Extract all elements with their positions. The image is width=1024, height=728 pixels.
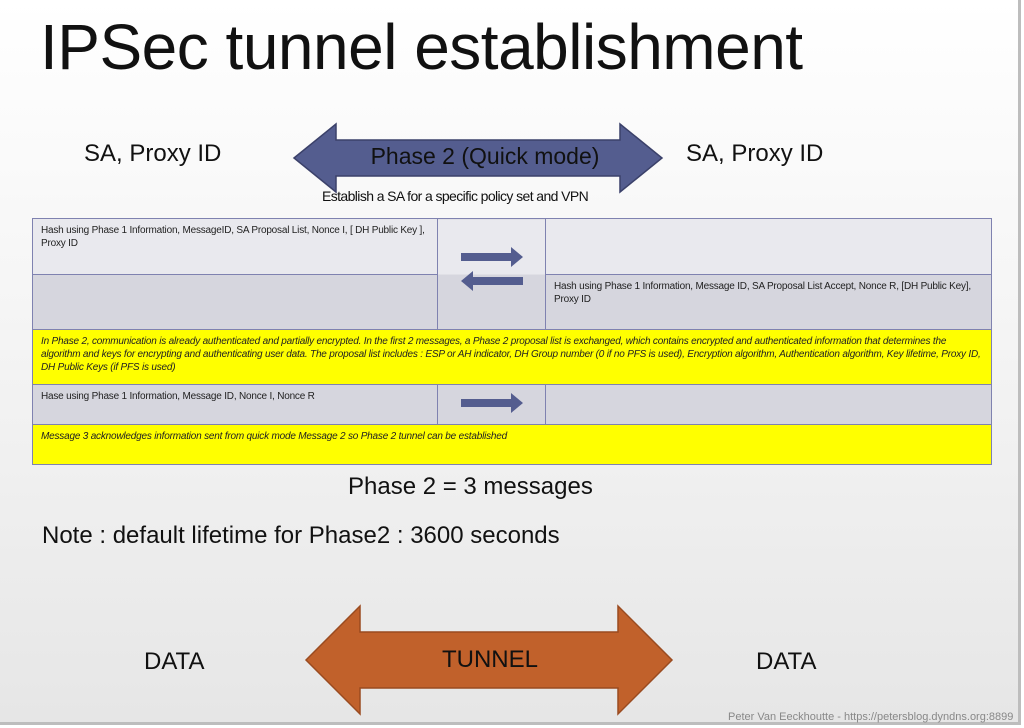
phase2-explanation: In Phase 2, communication is already aut… <box>32 329 992 385</box>
left-sa-label: SA, Proxy ID <box>84 140 222 167</box>
phase2-subtitle: Establish a SA for a specific policy set… <box>322 188 589 204</box>
phase2-label: Phase 2 (Quick mode) <box>370 143 600 169</box>
phase2-double-arrow <box>292 122 664 194</box>
message3-text: Hase using Phase 1 Information, Message … <box>32 384 438 425</box>
right-arrow-icon <box>460 392 523 413</box>
right-sa-label: SA, Proxy ID <box>686 140 824 167</box>
table-row: Message 3 acknowledges information sent … <box>32 424 992 465</box>
exchange-arrows-icon <box>460 247 523 291</box>
slide-title: IPSec tunnel establishment <box>40 11 803 83</box>
message3-explanation: Message 3 acknowledges information sent … <box>32 424 992 465</box>
tunnel-double-arrow <box>304 604 674 716</box>
lifetime-note: Note : default lifetime for Phase2 : 360… <box>42 522 560 549</box>
phase2-summary: Phase 2 = 3 messages <box>348 473 593 500</box>
tunnel-label: TUNNEL <box>441 646 538 673</box>
message1-text: Hash using Phase 1 Information, MessageI… <box>32 218 438 275</box>
message2-text: Hash using Phase 1 Information, Message … <box>545 274 992 330</box>
left-data-label: DATA <box>144 648 205 675</box>
table-row: In Phase 2, communication is already aut… <box>32 329 992 385</box>
footer-credit: Peter Van Eeckhoutte - https://petersblo… <box>728 711 1014 723</box>
table-row: Hase using Phase 1 Information, Message … <box>32 384 992 425</box>
message-table: Hash using Phase 1 Information, MessageI… <box>32 218 992 465</box>
right-data-label: DATA <box>756 648 817 675</box>
table-row: Hash using Phase 1 Information, MessageI… <box>32 218 992 330</box>
